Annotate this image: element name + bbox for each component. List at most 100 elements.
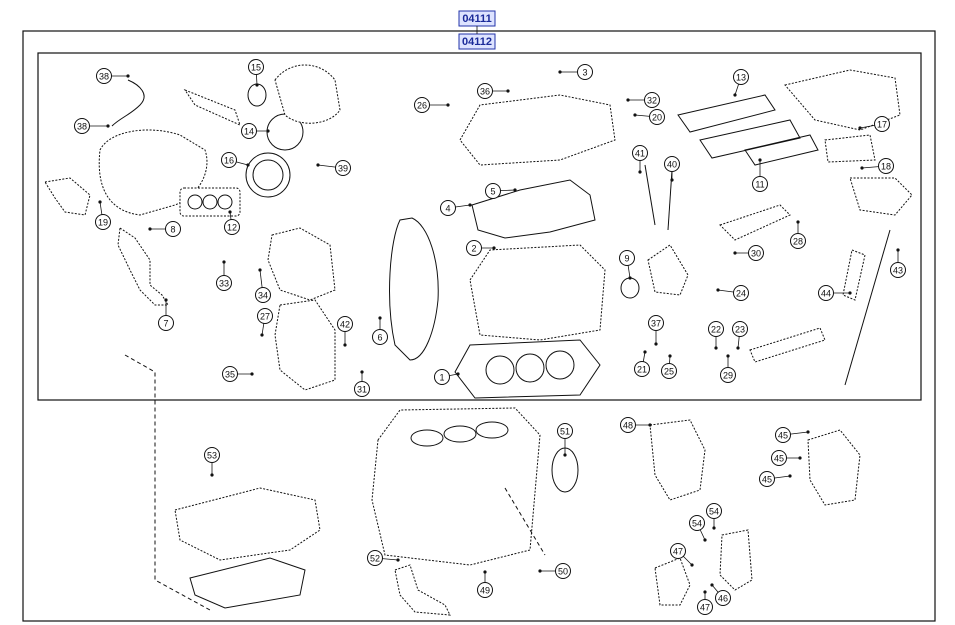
callout-54[interactable]: 54 — [706, 503, 722, 519]
gasket-box-17 — [824, 134, 876, 163]
callout-48[interactable]: 48 — [620, 417, 636, 433]
callout-33[interactable]: 33 — [216, 275, 232, 291]
callout-45[interactable]: 45 — [771, 450, 787, 466]
callout-circle — [771, 450, 787, 466]
callout-circle — [878, 158, 894, 174]
callout-41[interactable]: 41 — [632, 145, 648, 161]
leader-dot-8 — [148, 227, 152, 231]
callout-30[interactable]: 30 — [748, 245, 764, 261]
callout-52[interactable]: 52 — [367, 550, 383, 566]
callout-5[interactable]: 5 — [485, 183, 501, 199]
oil-pan-gasket — [189, 557, 306, 609]
callout-circle — [335, 160, 351, 176]
callout-47[interactable]: 47 — [670, 543, 686, 559]
callout-9[interactable]: 9 — [619, 250, 635, 266]
callout-27[interactable]: 27 — [257, 308, 273, 324]
seal-9 — [620, 277, 640, 299]
callout-47[interactable]: 47 — [697, 599, 713, 615]
leader-dot-22 — [714, 346, 718, 350]
callout-number: 21 — [637, 365, 647, 375]
callout-34[interactable]: 34 — [255, 287, 271, 303]
callout-26[interactable]: 26 — [414, 97, 430, 113]
callout-25[interactable]: 25 — [661, 363, 677, 379]
callout-circle — [706, 503, 722, 519]
callout-1[interactable]: 1 — [434, 369, 450, 385]
callout-14[interactable]: 14 — [241, 123, 257, 139]
callout-29[interactable]: 29 — [720, 367, 736, 383]
callout-circle — [257, 308, 273, 324]
timing-cover — [267, 227, 336, 301]
callout-43[interactable]: 43 — [890, 262, 906, 278]
callout-number: 47 — [673, 547, 683, 557]
leader-dot-51 — [563, 453, 567, 457]
callout-7[interactable]: 7 — [158, 315, 174, 331]
callout-4[interactable]: 4 — [440, 200, 456, 216]
callout-circle — [95, 214, 111, 230]
intake-manifold — [784, 69, 901, 131]
callout-number: 46 — [718, 594, 728, 604]
gasket-hole — [202, 194, 218, 210]
leader-dot-36 — [506, 89, 510, 93]
callout-38[interactable]: 38 — [96, 68, 112, 84]
callout-28[interactable]: 28 — [790, 233, 806, 249]
callout-45[interactable]: 45 — [759, 471, 775, 487]
callout-11[interactable]: 11 — [752, 176, 768, 192]
callout-53[interactable]: 53 — [204, 447, 220, 463]
callout-6[interactable]: 6 — [372, 329, 388, 345]
callout-circle — [96, 68, 112, 84]
callout-number: 50 — [558, 567, 568, 577]
leader-dot-47 — [690, 563, 694, 567]
callout-circle — [752, 176, 768, 192]
callout-circle — [720, 367, 736, 383]
callout-35[interactable]: 35 — [222, 366, 238, 382]
callout-22[interactable]: 22 — [708, 321, 724, 337]
callout-51[interactable]: 51 — [557, 423, 573, 439]
callout-number: 38 — [99, 72, 109, 82]
callout-49[interactable]: 49 — [477, 582, 493, 598]
callout-23[interactable]: 23 — [732, 321, 748, 337]
callout-18[interactable]: 18 — [878, 158, 894, 174]
callout-number: 23 — [735, 325, 745, 335]
leader-dot-42 — [343, 343, 347, 347]
kit-code-04111[interactable]: 04111 — [458, 10, 496, 27]
callout-19[interactable]: 19 — [95, 214, 111, 230]
callout-circle — [577, 64, 593, 80]
callout-12[interactable]: 12 — [224, 219, 240, 235]
callout-24[interactable]: 24 — [733, 285, 749, 301]
callout-circle — [204, 447, 220, 463]
callout-46[interactable]: 46 — [715, 590, 731, 606]
callout-circle — [620, 417, 636, 433]
callout-40[interactable]: 40 — [664, 156, 680, 172]
water-outlet — [647, 244, 689, 296]
callout-16[interactable]: 16 — [221, 152, 237, 168]
callout-37[interactable]: 37 — [648, 315, 664, 331]
callout-38[interactable]: 38 — [74, 118, 90, 134]
callout-54[interactable]: 54 — [689, 515, 705, 531]
leader-dot-1 — [456, 372, 460, 376]
leader-dot-34 — [258, 268, 262, 272]
callout-31[interactable]: 31 — [354, 381, 370, 397]
callout-50[interactable]: 50 — [555, 563, 571, 579]
callout-17[interactable]: 17 — [874, 116, 890, 132]
kit-code-04112[interactable]: 04112 — [458, 33, 496, 50]
callout-45[interactable]: 45 — [775, 427, 791, 443]
callout-44[interactable]: 44 — [818, 285, 834, 301]
leader-dot-27 — [260, 333, 264, 337]
callout-13[interactable]: 13 — [733, 69, 749, 85]
leader-dot-35 — [250, 372, 254, 376]
leader-dot-9 — [628, 276, 632, 280]
leader-dot-53 — [210, 473, 214, 477]
callout-2[interactable]: 2 — [466, 240, 482, 256]
callout-8[interactable]: 8 — [165, 221, 181, 237]
callout-number: 45 — [762, 475, 772, 485]
callout-21[interactable]: 21 — [634, 361, 650, 377]
callout-39[interactable]: 39 — [335, 160, 351, 176]
callout-number: 36 — [480, 87, 490, 97]
callout-3[interactable]: 3 — [577, 64, 593, 80]
callout-20[interactable]: 20 — [649, 109, 665, 125]
callout-36[interactable]: 36 — [477, 83, 493, 99]
callout-15[interactable]: 15 — [248, 59, 264, 75]
callout-42[interactable]: 42 — [337, 316, 353, 332]
callout-32[interactable]: 32 — [644, 92, 660, 108]
